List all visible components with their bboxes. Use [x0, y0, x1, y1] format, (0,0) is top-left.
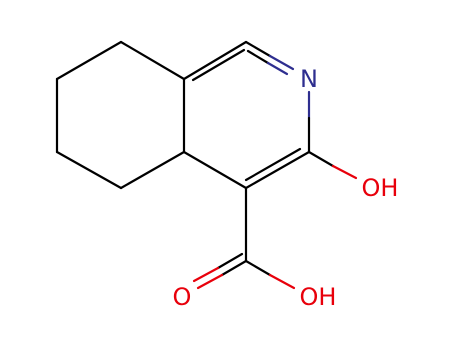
bond-c4a-c1-outer: [182, 40, 248, 81]
hydroxy-label: OH: [362, 174, 399, 202]
bond-c1-n2-inner-n: [266, 61, 289, 76]
bond-c3-o: [307, 150, 335, 168]
bond-c-oh: [244, 259, 272, 277]
bond-c8-c8a: [119, 150, 186, 190]
bond-c-oh-red: [268, 273, 296, 290]
bond-c4a-c1-inner: [191, 48, 246, 82]
hydroxy-group: [307, 150, 358, 180]
nitrogen-label: N: [300, 65, 318, 93]
bond-c-o-double-b: [216, 252, 244, 270]
bond-c-o-double-a: [220, 259, 248, 277]
bond-c4-c8a: [182, 150, 248, 190]
carbonyl-oxygen-label: O: [173, 283, 192, 311]
carboxylic-acid-group: [192, 186, 296, 290]
bond-c1-n2-n: [268, 54, 295, 71]
bond-c-o-double-b-red: [192, 266, 220, 283]
pyridine-ring: [182, 40, 311, 190]
bond-c1-n2-inner: [246, 49, 270, 65]
bond-c5-c6: [55, 40, 123, 81]
bond-c3-c4-inner: [244, 147, 302, 182]
bond-c-o-double-a-red: [196, 273, 224, 290]
bond-c1-n2: [244, 40, 272, 58]
cyclohexane-ring: [55, 40, 186, 190]
bond-c3-o-red: [331, 164, 358, 180]
bond-c7-c8: [55, 150, 123, 190]
bond-c4a-c5: [119, 40, 186, 81]
bond-c3-c4-outer: [244, 150, 311, 190]
acid-hydroxy-label: OH: [300, 283, 337, 311]
